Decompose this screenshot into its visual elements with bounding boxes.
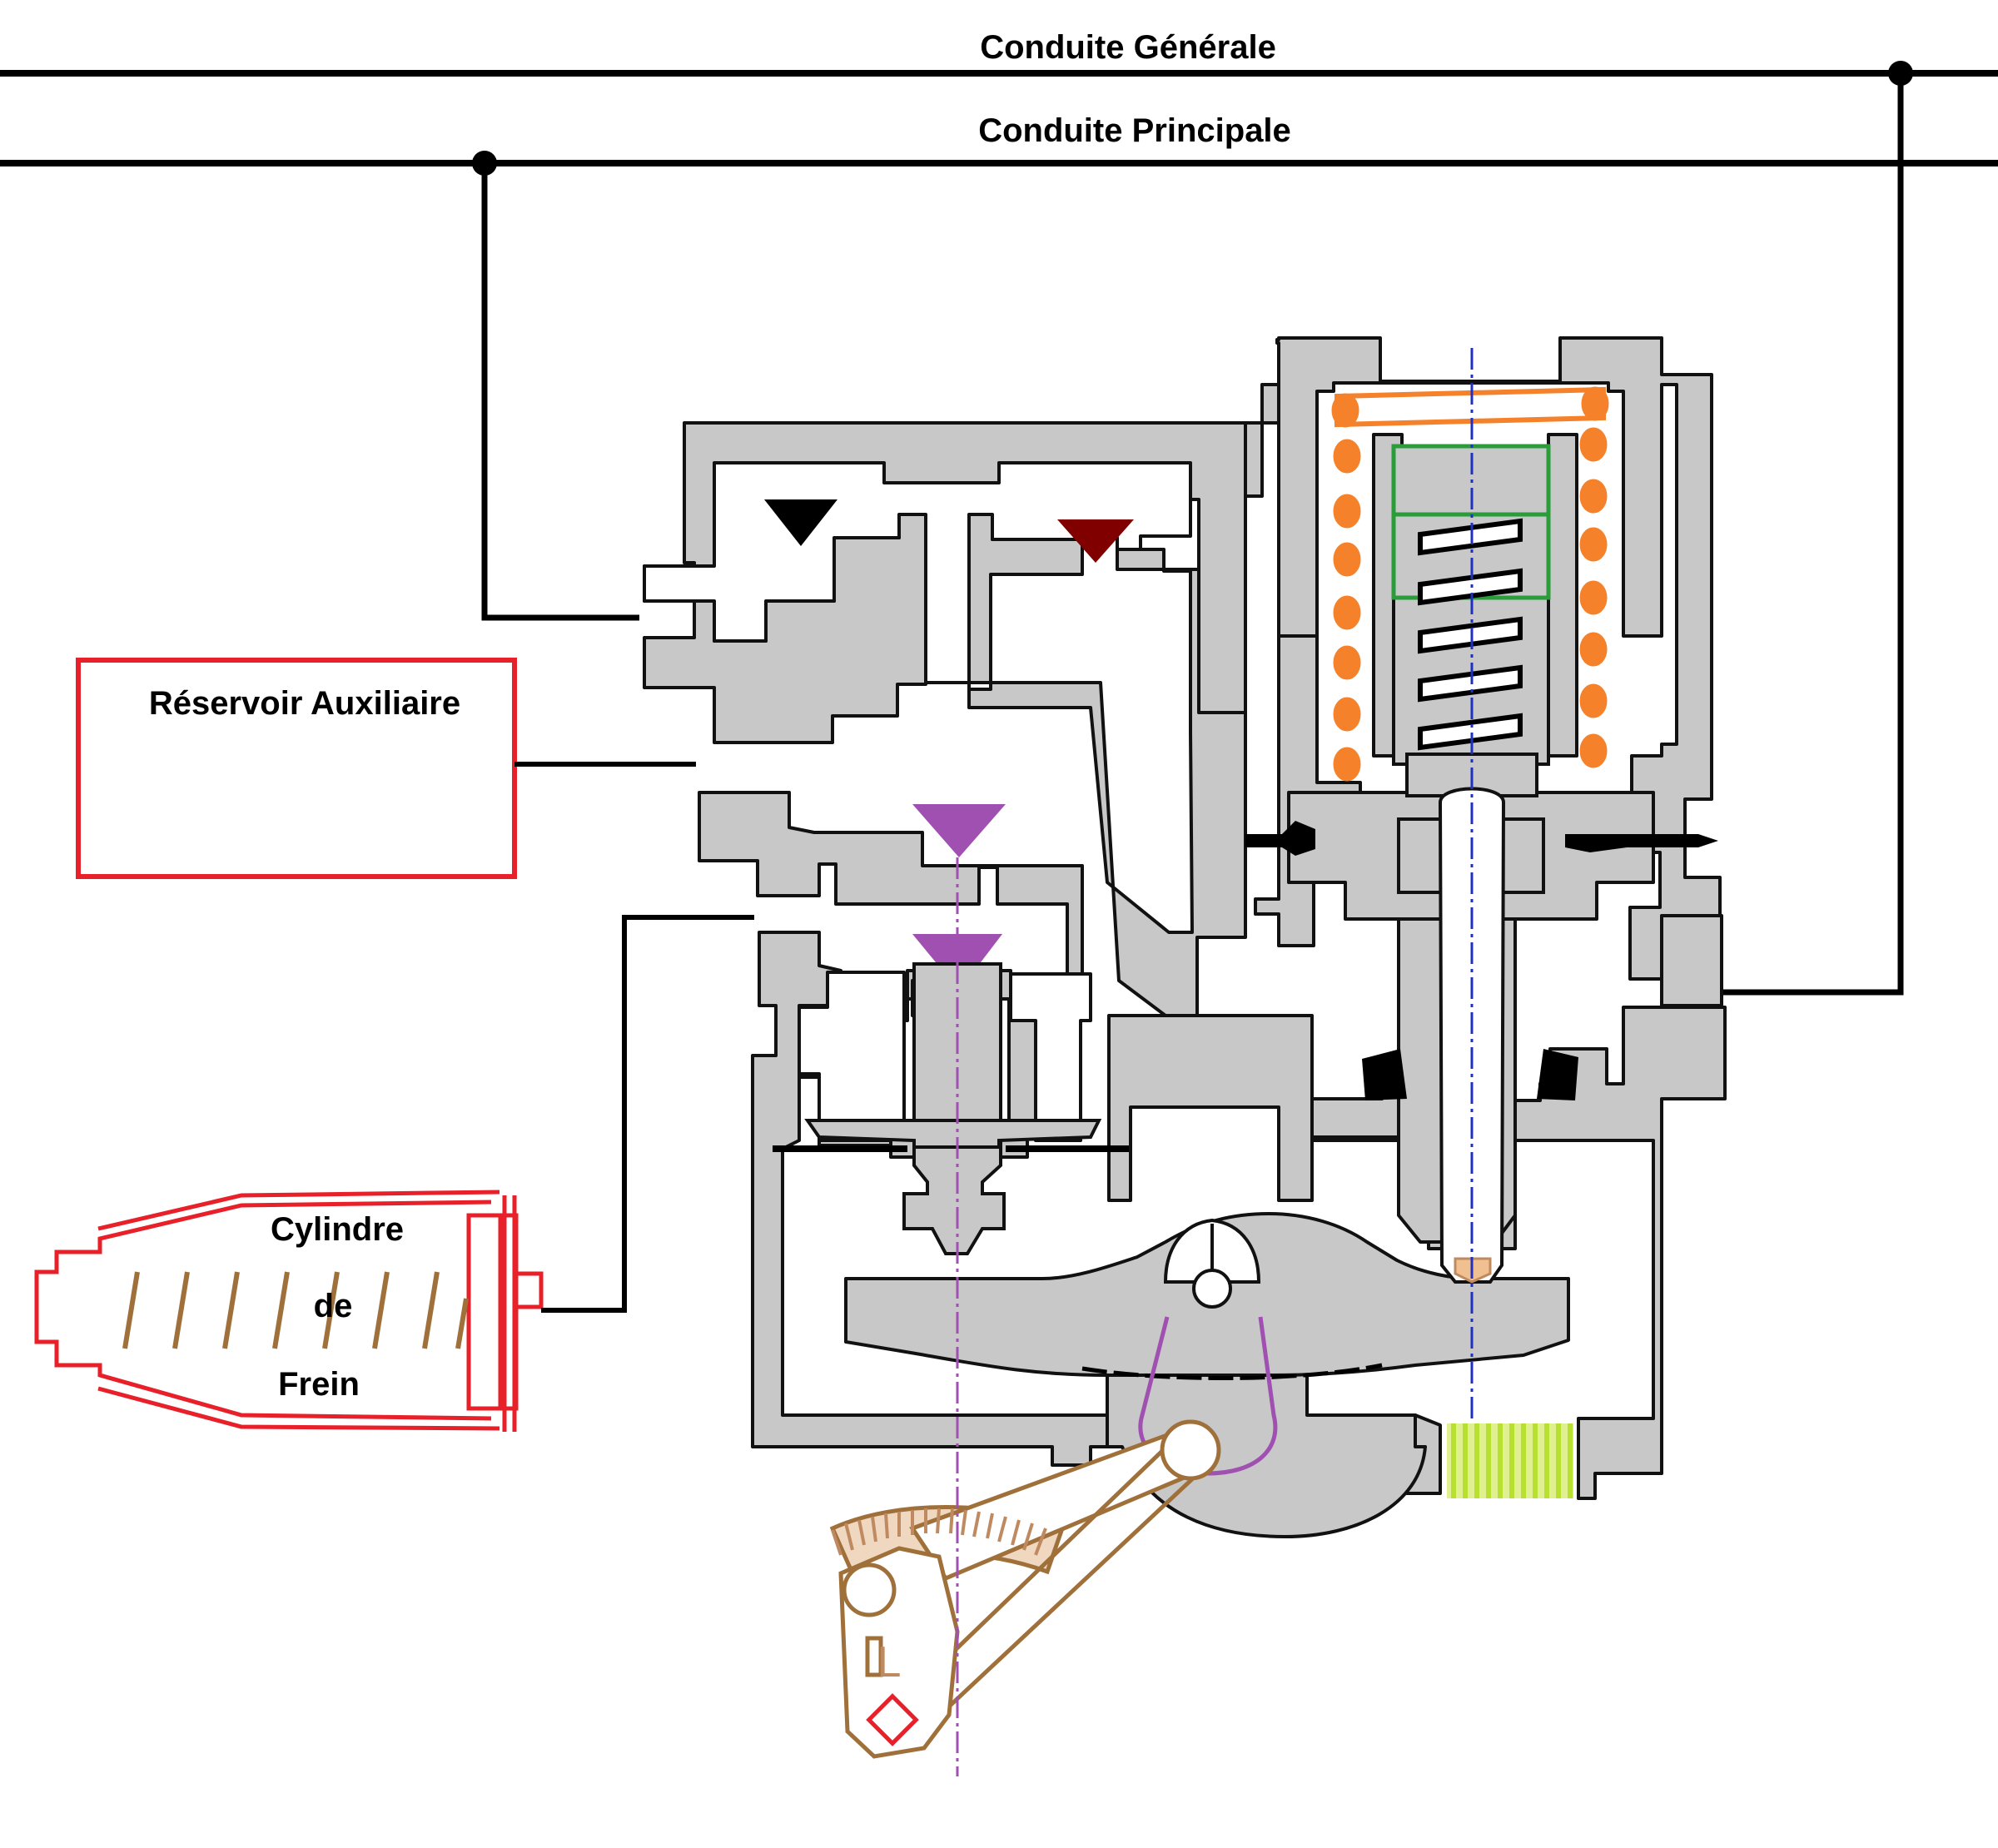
outer-spring-orange [1331, 386, 1609, 782]
filter-mesh [1447, 1423, 1573, 1498]
seal-rings [1245, 821, 1718, 1100]
central-valve-stem [804, 962, 1102, 1255]
conduite-principale-pipe [0, 151, 1998, 621]
handle-letter: L [877, 1638, 902, 1687]
valve-black [764, 499, 837, 546]
cylindre-label-line1: Cylindre [271, 1211, 404, 1248]
valve-purple-upper [912, 804, 1006, 857]
cylindre-spring [122, 1271, 469, 1349]
valve-darkred [1057, 519, 1134, 563]
cylindre-label-line2: de [314, 1288, 353, 1324]
rocker-pivot [1081, 1218, 1383, 1381]
conduite-generale-label: Conduite Générale [980, 29, 1276, 66]
handle-diamond-icon [866, 1693, 919, 1746]
reservoir-auxiliaire-label: Réservoir Auxiliaire [149, 685, 460, 722]
cylindre-pipe [541, 915, 754, 1313]
cylindre-label-line3: Frein [278, 1366, 360, 1403]
handle-quadrant-teeth [831, 1508, 1047, 1556]
cylindre-de-frein [34, 1190, 544, 1432]
handle-lever [829, 1419, 1221, 1759]
conduite-principale-label: Conduite Principale [978, 112, 1291, 149]
reservoir-auxiliaire [76, 658, 696, 879]
conduite-generale-pipe [0, 61, 1998, 996]
